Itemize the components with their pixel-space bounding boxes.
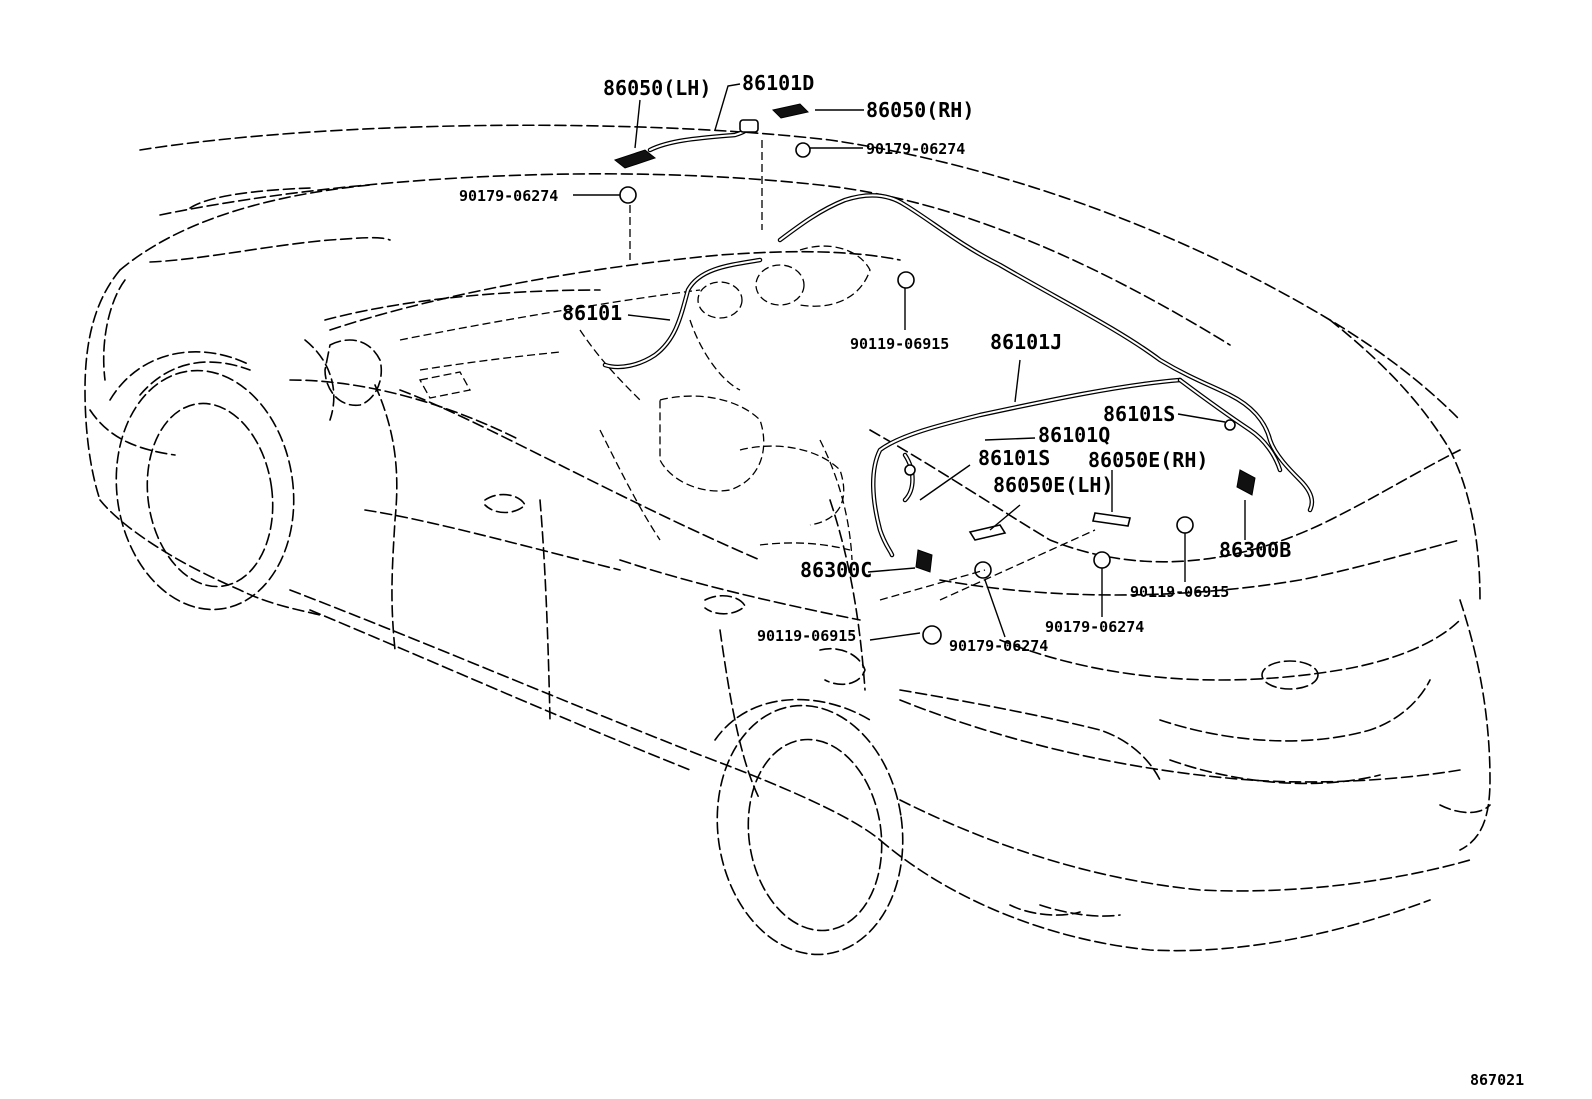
label-86050-rh: 86050(RH) (866, 98, 974, 122)
label-90179-06274-d: 90179-06274 (949, 637, 1048, 655)
label-86300c: 86300C (800, 558, 872, 582)
label-90119-06915-a: 90119-06915 (850, 335, 949, 353)
label-86050-lh: 86050(LH) (603, 76, 711, 100)
label-86101: 86101 (562, 301, 622, 325)
label-86101j: 86101J (990, 330, 1062, 354)
label-90179-06274-a: 90179-06274 (866, 140, 965, 158)
label-90119-06915-b: 90119-06915 (1130, 583, 1229, 601)
label-86101s-a: 86101S (1103, 402, 1175, 426)
label-90179-06274-c: 90179-06274 (1045, 618, 1144, 636)
label-86050e-lh: 86050E(LH) (993, 473, 1113, 497)
car-body-outline (84, 124, 1491, 952)
interior-outline (399, 245, 871, 561)
front-wheel (109, 351, 295, 611)
part-labels: 86050(LH) 86101D 86050(RH) 90179-06274 9… (459, 71, 1291, 655)
label-86101d: 86101D (742, 71, 814, 95)
drawing-number: 867021 (1470, 1071, 1524, 1089)
antenna-harness (602, 122, 1315, 558)
label-90179-06274-b: 90179-06274 (459, 187, 558, 205)
rear-wheel (714, 698, 904, 956)
parts-glyphs (613, 103, 1256, 645)
label-90119-06915-c: 90119-06915 (757, 627, 856, 645)
leader-lines (573, 83, 1246, 641)
label-86101q: 86101Q (1038, 423, 1110, 447)
label-86300b: 86300B (1219, 538, 1291, 562)
label-86050e-rh: 86050E(RH) (1088, 448, 1208, 472)
label-86101s-b: 86101S (978, 446, 1050, 470)
